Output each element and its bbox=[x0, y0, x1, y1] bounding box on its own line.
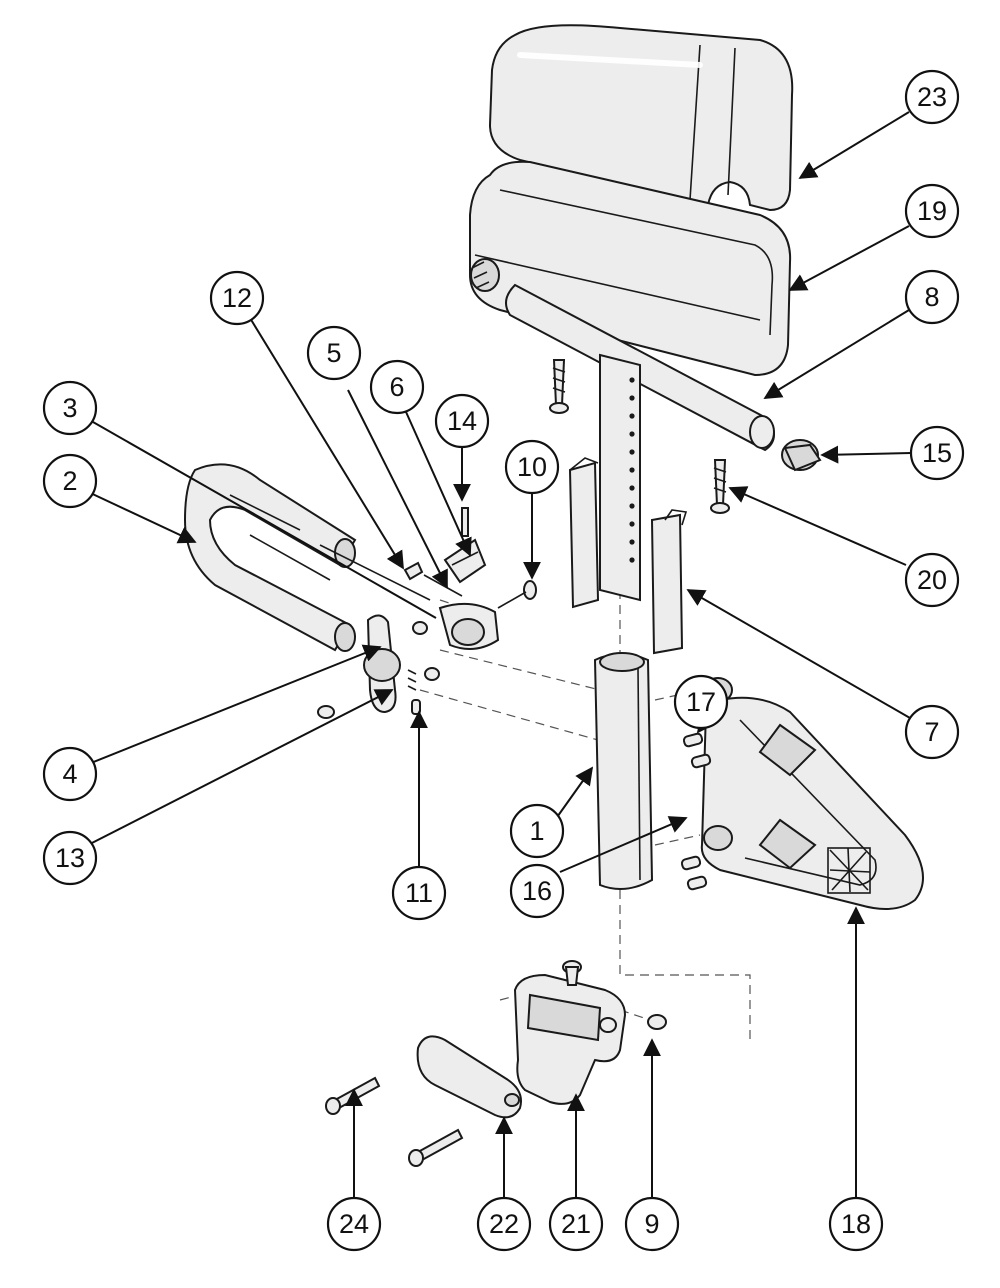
svg-text:11: 11 bbox=[405, 878, 433, 908]
svg-text:14: 14 bbox=[447, 406, 477, 436]
side-frame bbox=[700, 677, 924, 910]
callout-18: 18 bbox=[828, 1196, 884, 1252]
svg-text:19: 19 bbox=[917, 196, 947, 226]
svg-text:6: 6 bbox=[389, 372, 404, 402]
svg-text:13: 13 bbox=[55, 843, 85, 873]
svg-text:7: 7 bbox=[924, 717, 939, 747]
clamp-hardware bbox=[403, 507, 537, 650]
receiver-sleeve bbox=[593, 652, 654, 890]
callout-17: 17 bbox=[673, 674, 729, 730]
svg-text:23: 23 bbox=[917, 82, 947, 112]
svg-text:9: 9 bbox=[644, 1209, 659, 1239]
svg-text:21: 21 bbox=[561, 1209, 591, 1239]
callout-11: 11 bbox=[391, 865, 447, 921]
callout-24: 24 bbox=[326, 1196, 382, 1252]
callout-9: 9 bbox=[624, 1196, 680, 1252]
callout-5: 5 bbox=[306, 325, 362, 381]
svg-text:4: 4 bbox=[62, 759, 77, 789]
callout-7: 7 bbox=[904, 704, 960, 760]
svg-text:16: 16 bbox=[522, 876, 552, 906]
callout-2: 2 bbox=[42, 453, 98, 509]
clamp-strap bbox=[416, 1035, 522, 1119]
side-channels bbox=[568, 457, 688, 655]
svg-text:5: 5 bbox=[326, 338, 341, 368]
svg-text:8: 8 bbox=[924, 282, 939, 312]
leader-lines bbox=[83, 111, 912, 1198]
callout-8: 8 bbox=[904, 269, 960, 325]
svg-text:3: 3 bbox=[62, 393, 77, 423]
receiver-clamp bbox=[513, 960, 667, 1105]
callout-21: 21 bbox=[548, 1196, 604, 1252]
callout-19: 19 bbox=[904, 183, 960, 239]
callout-23: 23 bbox=[904, 69, 960, 125]
armrest-screws bbox=[549, 359, 730, 514]
callout-6: 6 bbox=[369, 359, 425, 415]
assembly-axis-lines bbox=[419, 590, 751, 1045]
svg-text:17: 17 bbox=[686, 687, 716, 717]
swing-arm-loop bbox=[183, 463, 431, 652]
callout-13: 13 bbox=[42, 830, 98, 886]
svg-text:18: 18 bbox=[841, 1209, 871, 1239]
armrest-pad-cover bbox=[488, 24, 794, 212]
svg-text:24: 24 bbox=[339, 1209, 369, 1239]
svg-text:22: 22 bbox=[489, 1209, 519, 1239]
svg-text:12: 12 bbox=[222, 283, 252, 313]
callout-14: 14 bbox=[434, 393, 490, 449]
callout-10: 10 bbox=[504, 439, 560, 495]
armrest-post bbox=[599, 353, 641, 602]
callout-22: 22 bbox=[476, 1196, 532, 1252]
svg-text:10: 10 bbox=[517, 452, 547, 482]
svg-text:1: 1 bbox=[529, 816, 544, 846]
callout-16: 16 bbox=[509, 863, 565, 919]
roll-pins bbox=[680, 732, 712, 891]
svg-text:2: 2 bbox=[62, 466, 77, 496]
svg-text:20: 20 bbox=[917, 565, 947, 595]
callout-3: 3 bbox=[42, 380, 98, 436]
callout-20: 20 bbox=[904, 552, 960, 608]
armrest-pad bbox=[469, 160, 792, 377]
callout-1: 1 bbox=[509, 803, 565, 859]
callout-12: 12 bbox=[209, 270, 265, 326]
callout-4: 4 bbox=[42, 746, 98, 802]
svg-text:15: 15 bbox=[922, 438, 952, 468]
clamp-bolts bbox=[325, 1076, 464, 1167]
callout-15: 15 bbox=[909, 425, 965, 481]
